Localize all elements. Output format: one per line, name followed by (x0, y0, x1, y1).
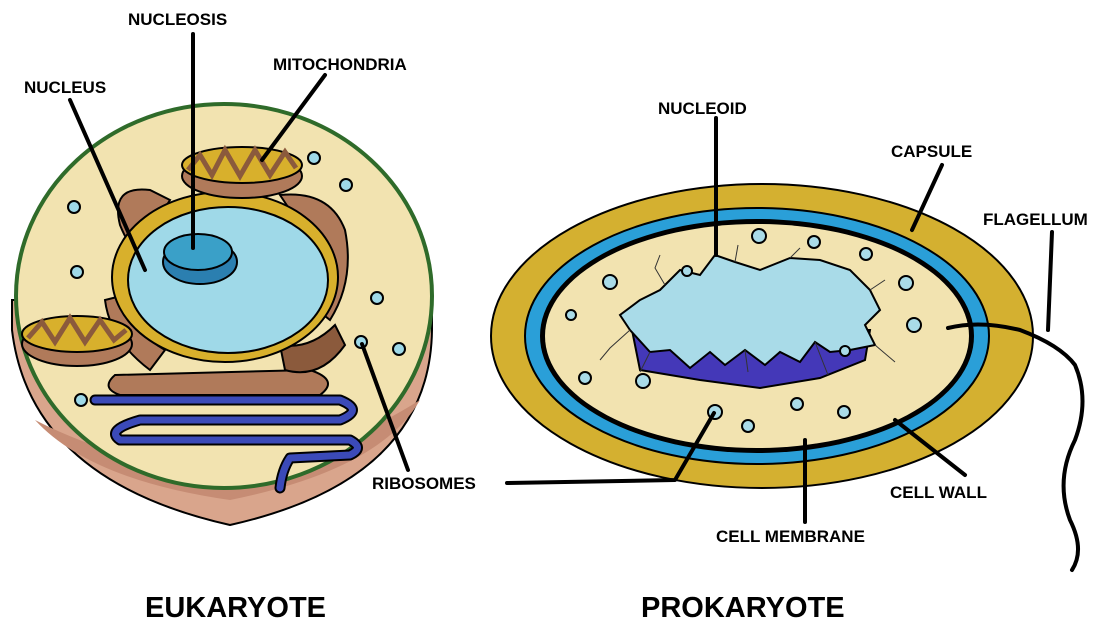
label-nucleosis: NUCLEOSIS (128, 10, 227, 29)
rough-er-4 (109, 370, 328, 395)
leader-flagellum (1048, 232, 1052, 330)
label-flagellum: FLAGELLUM (983, 210, 1088, 229)
label-capsule: CAPSULE (891, 142, 972, 161)
eukaryote-cell (12, 104, 432, 525)
prokaryote-cell (491, 184, 1083, 570)
label-ribosomes: RIBOSOMES (372, 474, 476, 493)
label-cell-membrane: CELL MEMBRANE (716, 527, 865, 546)
label-mitochondria: MITOCHONDRIA (273, 55, 407, 74)
mitochondrion-left (22, 316, 132, 366)
title-prokaryote: PROKARYOTE (641, 592, 845, 624)
nucleolus-top (164, 234, 232, 270)
label-nucleus: NUCLEUS (24, 78, 106, 97)
label-nucleoid: NUCLEOID (658, 99, 747, 118)
label-cell-wall: CELL WALL (890, 483, 987, 502)
title-eukaryote: EUKARYOTE (145, 592, 326, 624)
nucleus (128, 207, 328, 353)
mitochondrion-top (182, 147, 302, 198)
